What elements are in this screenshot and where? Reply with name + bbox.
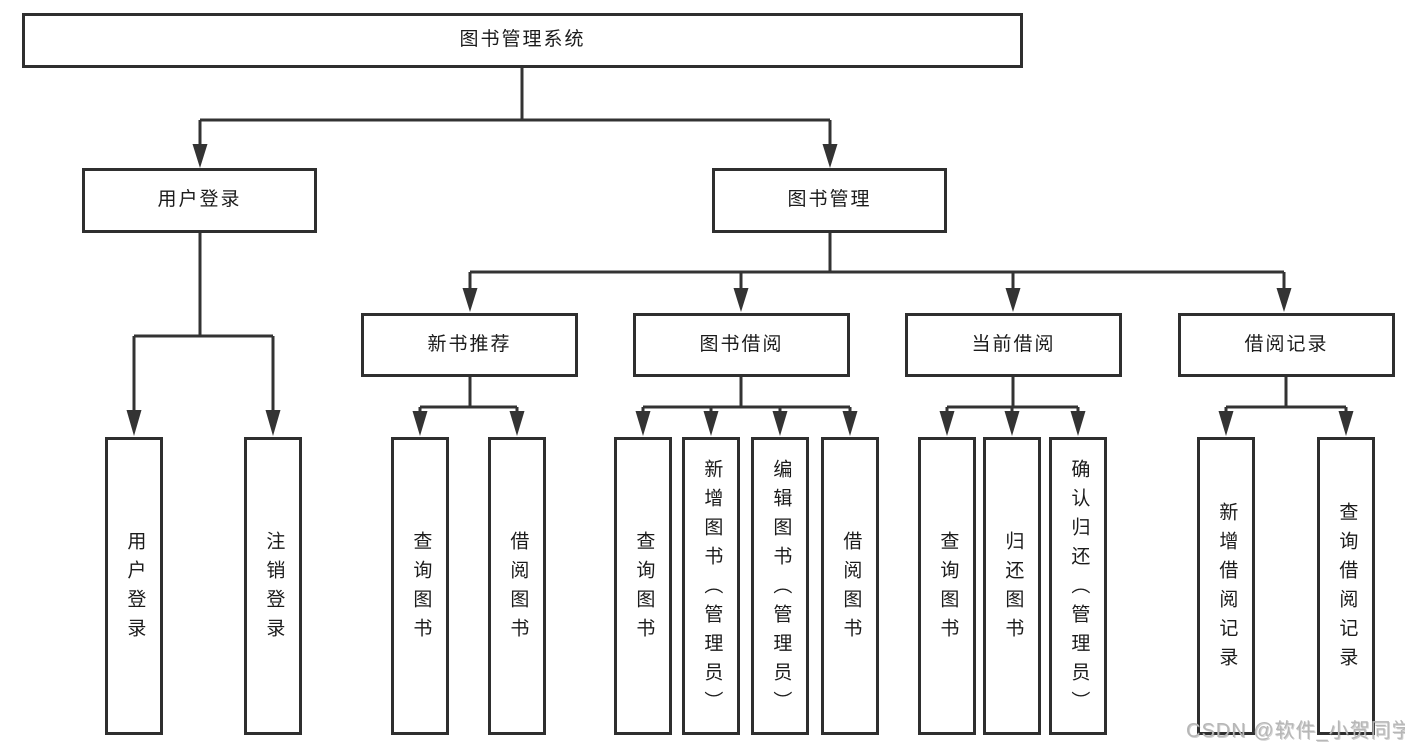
node-br-query-record: 查询借阅记录 (1317, 437, 1375, 735)
arrow-down-icon (265, 410, 281, 436)
node-bb-add-books-admin: 新增图书（管理员） (682, 437, 740, 735)
node-br-add-record: 新增借阅记录 (1197, 437, 1255, 735)
arrow-down-icon (703, 411, 719, 436)
arrow-down-icon (1276, 288, 1292, 312)
connector-new-book-recommendation (412, 377, 525, 436)
arrow-down-icon (509, 411, 525, 436)
connector-borrowing-records (1218, 377, 1354, 436)
connector-book-management-branch (462, 233, 1292, 312)
node-label: 查询图书 (410, 531, 432, 647)
node-user-login-branch: 用户登录 (82, 168, 317, 233)
node-label: 查询借阅记录 (1336, 502, 1358, 676)
node-label: 图书管理 (787, 189, 872, 211)
connector-current-borrowing (939, 377, 1086, 436)
node-nbr-borrow-books: 借阅图书 (488, 437, 546, 735)
arrow-down-icon (1005, 288, 1021, 312)
arrow-down-icon (1338, 411, 1354, 436)
node-label: 借阅图书 (840, 531, 862, 647)
node-label: 注销登录 (263, 531, 285, 647)
arrow-down-icon (733, 288, 749, 312)
arrow-down-icon (412, 411, 428, 436)
node-label: 新书推荐 (427, 333, 512, 355)
node-label: 编辑图书（管理员） (770, 458, 792, 720)
node-cb-query-books: 查询图书 (918, 437, 976, 735)
node-bb-query-books: 查询图书 (614, 437, 672, 735)
node-cb-return-books: 归还图书 (983, 437, 1041, 735)
connector-path (418, 377, 519, 414)
connector-book-borrowing (635, 377, 858, 436)
node-label: 确认归还（管理员） (1068, 458, 1090, 720)
connector-path (132, 233, 275, 414)
arrow-down-icon (192, 144, 208, 168)
connector-path (641, 377, 852, 414)
node-logout-action: 注销登录 (244, 437, 302, 735)
node-label: 图书借阅 (699, 333, 784, 355)
node-bb-edit-books-admin: 编辑图书（管理员） (751, 437, 809, 735)
arrow-down-icon (772, 411, 788, 436)
arrow-down-icon (462, 288, 478, 312)
connector-root-to-level2 (192, 68, 838, 168)
connector-path (945, 377, 1080, 414)
node-book-management-branch: 图书管理 (712, 168, 947, 233)
arrow-down-icon (1004, 411, 1020, 436)
arrow-down-icon (635, 411, 651, 436)
connector-path (1224, 377, 1348, 414)
arrow-down-icon (842, 411, 858, 436)
node-label: 查询图书 (937, 531, 959, 647)
node-current-borrowing: 当前借阅 (905, 313, 1122, 377)
connector-path (468, 233, 1286, 290)
arrow-down-icon (126, 410, 142, 436)
node-cb-confirm-return-admin: 确认归还（管理员） (1049, 437, 1107, 735)
arrow-down-icon (1070, 411, 1086, 436)
node-borrowing-records: 借阅记录 (1178, 313, 1395, 377)
node-label: 借阅图书 (507, 531, 529, 647)
arrow-down-icon (939, 411, 955, 436)
watermark: CSDN @软件_小贺同学 (1186, 720, 1405, 742)
node-label: 当前借阅 (971, 333, 1056, 355)
node-book-borrowing: 图书借阅 (633, 313, 850, 377)
node-label: 新增图书（管理员） (701, 458, 723, 720)
node-bb-borrow-books: 借阅图书 (821, 437, 879, 735)
connector-user-login-branch (126, 233, 281, 436)
node-nbr-query-books: 查询图书 (391, 437, 449, 735)
arrow-down-icon (822, 144, 838, 168)
node-label: 图书管理系统 (459, 29, 586, 51)
node-user-login-action: 用户登录 (105, 437, 163, 735)
node-label: 归还图书 (1002, 531, 1024, 647)
arrow-down-icon (1218, 411, 1234, 436)
node-label: 新增借阅记录 (1216, 502, 1238, 676)
node-library-management-system: 图书管理系统 (22, 13, 1023, 68)
node-label: 用户登录 (124, 531, 146, 647)
connector-path (198, 68, 832, 146)
node-label: 借阅记录 (1244, 333, 1329, 355)
node-new-book-recommendation: 新书推荐 (361, 313, 578, 377)
node-label: 用户登录 (157, 189, 242, 211)
node-label: 查询图书 (633, 531, 655, 647)
